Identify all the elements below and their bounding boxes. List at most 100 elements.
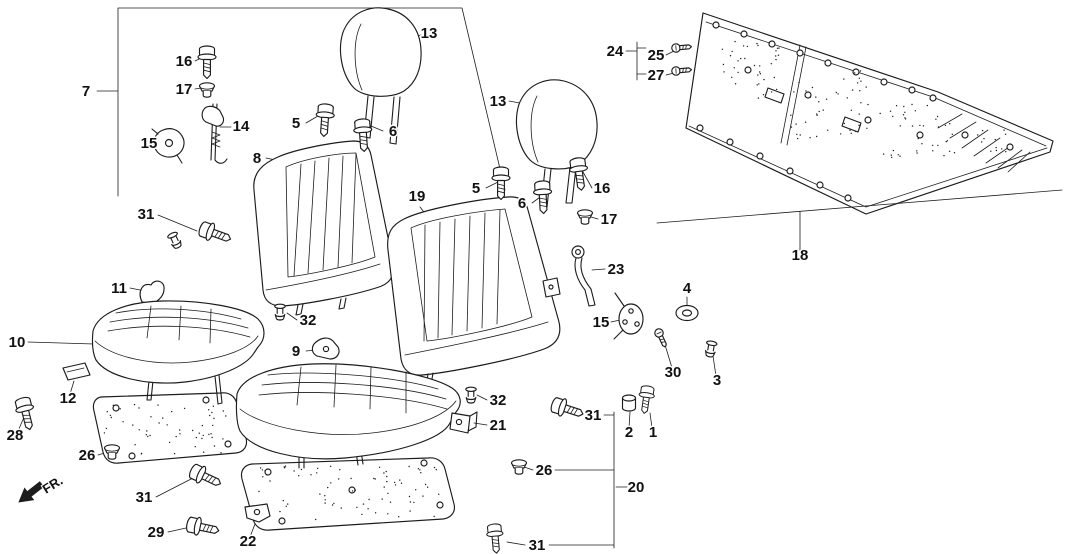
fr-label: FR. (40, 473, 66, 497)
headrest-left-crease (354, 23, 363, 91)
stipple-dot (378, 466, 381, 468)
stipple-dot (175, 435, 177, 438)
headrest-left-outline (339, 7, 422, 97)
latch-lever (613, 292, 625, 340)
stipple-dot (145, 434, 147, 436)
stipple-dot (383, 472, 385, 474)
stipple-dot (776, 47, 779, 49)
hinge-hook (214, 158, 228, 164)
stipple-dot (746, 45, 749, 48)
grommet-17-right (576, 209, 594, 225)
stipple-dot (324, 502, 326, 504)
holes-layer (112, 21, 1014, 525)
cable-rod (574, 257, 596, 307)
stipple-dot (837, 93, 839, 95)
stipple-dot (119, 408, 121, 410)
stipple-dot (882, 153, 885, 155)
stipple-dot (201, 424, 204, 427)
stipple-dot (775, 55, 777, 57)
stipple-dot (951, 133, 953, 135)
panel-tail-fold (932, 96, 1047, 147)
stipple-dot (433, 515, 435, 518)
stipple-dot (409, 501, 412, 503)
stipple-dot (937, 126, 940, 128)
stipple-dot (213, 417, 215, 420)
bushing-body (621, 397, 637, 412)
panel-hole (696, 124, 704, 132)
stipple-dot (729, 55, 732, 57)
stipple-dot (166, 424, 168, 426)
stipple-dot (858, 77, 860, 80)
stipple-dot (943, 155, 945, 157)
stipple-dot (1005, 151, 1007, 153)
stipple-dot (778, 47, 780, 49)
stipple-dot (759, 73, 762, 75)
stipple-dot (208, 433, 210, 436)
panel-bottom-thickness (688, 125, 1048, 208)
callout-12: 12 (60, 390, 77, 407)
stipple-dot (740, 57, 742, 60)
stipple-dot (733, 67, 735, 69)
panel-hole (1006, 143, 1014, 151)
stipple-dot (362, 503, 365, 505)
stipple-dot (195, 436, 198, 439)
bolt-31-middle (548, 394, 587, 424)
panel-hole (224, 440, 232, 448)
stipple-dot (438, 493, 440, 495)
stipple-dot (106, 411, 109, 413)
panel-hole (908, 86, 916, 94)
stipple-dot (201, 437, 203, 440)
bracket-hole (253, 508, 261, 516)
stipple-dot (149, 434, 151, 437)
stipple-dot (400, 482, 403, 484)
stipple-dot (138, 429, 140, 431)
stipple-dot (283, 466, 285, 468)
stipple-dot (911, 103, 913, 106)
stipple-dot (797, 137, 799, 140)
callout-31: 31 (585, 407, 602, 424)
clip-32-left (274, 303, 286, 321)
headrest-left (339, 7, 422, 145)
stipple-dot (168, 441, 171, 444)
rear-bulkhead-panel (685, 12, 1054, 215)
stipple-dot (722, 63, 725, 66)
bolt-16-left (197, 45, 217, 80)
stipple-dot (293, 470, 295, 472)
stipple-dot (902, 114, 905, 116)
bracket-9 (311, 337, 340, 360)
stipple-dot (138, 407, 140, 409)
stipple-dot (158, 422, 160, 424)
stipple-dot (744, 57, 746, 60)
callout-7: 7 (82, 83, 90, 100)
stipple-dot (805, 90, 807, 92)
stipple-dot (413, 501, 415, 504)
stipple-dot (340, 507, 342, 509)
stipple-dot (433, 466, 436, 469)
stipple-dot (914, 110, 917, 112)
panel-hole (264, 468, 272, 476)
stipple-dot (816, 114, 818, 117)
stipple-dot (734, 83, 737, 85)
panel-hole (796, 49, 804, 57)
panel-hole (112, 404, 120, 412)
stipple-dot (420, 472, 422, 474)
stipple-dot (762, 94, 765, 96)
panel-hatch-lines (937, 113, 1031, 173)
stipple-dot (879, 112, 881, 115)
callout-31: 31 (136, 489, 153, 506)
headrest-right-outline (515, 79, 598, 170)
stipple-dot (937, 144, 939, 147)
callout-18: 18 (792, 247, 809, 264)
seat-back-left-hooks (295, 297, 347, 316)
stipple-dot (157, 404, 159, 406)
seat-back-left-border (285, 152, 376, 278)
stipple-dot (373, 477, 375, 480)
stipple-dot (350, 477, 352, 480)
stipple-dot (827, 129, 829, 131)
stipple-dot (258, 490, 260, 493)
stipple-dot (317, 467, 319, 470)
stipple-dot (921, 143, 923, 145)
stipple-dot (150, 416, 152, 418)
stipple-dot (103, 432, 106, 434)
stipple-dot (212, 424, 214, 427)
